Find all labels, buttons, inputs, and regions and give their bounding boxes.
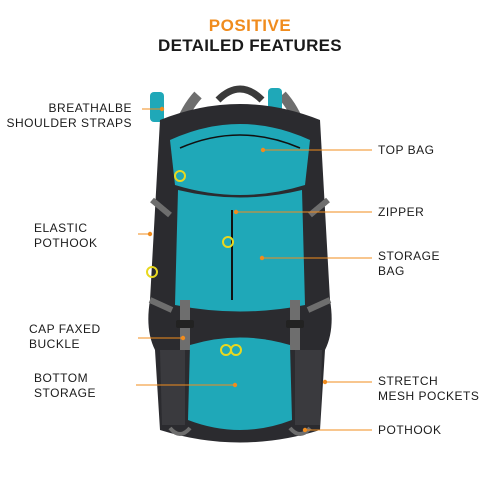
label-shoulder-straps: BREATHALBE SHOULDER STRAPS (6, 101, 132, 130)
label-storage-bag: STORAGE BAG (378, 249, 440, 278)
label-top-bag: TOP BAG (378, 143, 435, 157)
title-detailed-features: DETAILED FEATURES (158, 36, 342, 55)
title-positive: POSITIVE (208, 16, 292, 35)
label-stretch-mesh-pockets: STRETCH MESH POCKETS (378, 374, 480, 403)
label-elastic-pothook: ELASTIC POTHOOK (34, 221, 98, 250)
label-pothook: POTHOOK (378, 423, 442, 437)
label-zipper: ZIPPER (378, 205, 425, 219)
label-cap-faxed-buckle: CAP FAXED BUCKLE (29, 322, 101, 351)
label-bottom-storage: BOTTOM STORAGE (34, 371, 96, 400)
